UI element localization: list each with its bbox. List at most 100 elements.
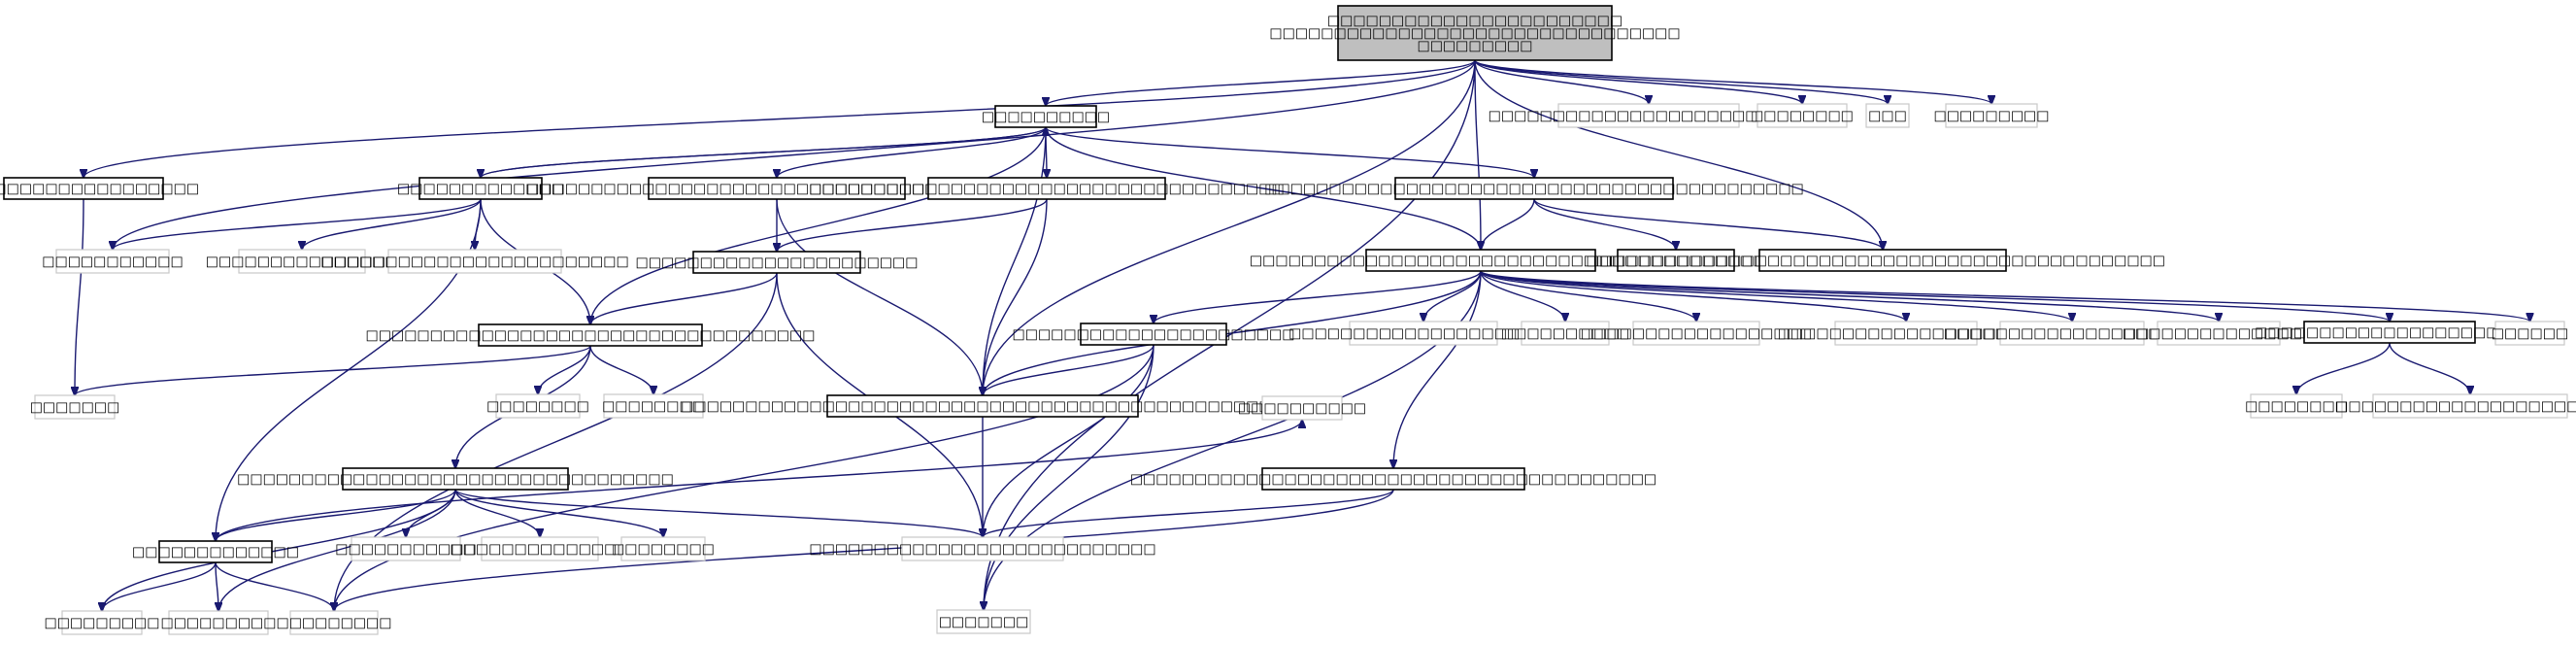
graph-node[interactable]: □□□□□□□□□□□□□□□□□□□□□□□□□□□□□□□□□□□□□□□□… [1130, 467, 1656, 491]
node-label: □□□□□□□□□□□□□□□□□□□□□□□□□□□□□□□□□□□□ [1250, 254, 1712, 269]
dependency-edge [1393, 270, 1482, 468]
dependency-edge [1480, 270, 1696, 322]
graph-node: □□□ [1865, 103, 1910, 128]
dependency-edge [1480, 270, 2530, 322]
graph-node: □□□□□□□□□□□□□□□□□□□□ [1778, 321, 2035, 346]
node-label: □□□□□□□□□□□□□□□□□□□□□□□ [1327, 14, 1623, 29]
node-box [2303, 321, 2476, 344]
node-box [3, 177, 164, 200]
dependency-edge [218, 489, 456, 611]
external-node-box [1261, 395, 1343, 421]
external-node-box [1557, 103, 1740, 128]
dependency-edge [984, 344, 1154, 610]
graph-node: □□□□□□□□ [602, 393, 705, 419]
graph-node[interactable]: □□□□□□□□□□□□□ [397, 177, 564, 200]
node-label: □□□□□□□□□ [1933, 109, 2049, 124]
graph-node: □□□□□□□ [30, 394, 120, 420]
node-label: □□□□□□□□□□□□□□□□□□□□□□ [635, 255, 918, 271]
node-label: □□□□□□□□□□□ [335, 542, 477, 558]
node-box [418, 177, 543, 200]
external-node-box [1865, 103, 1910, 128]
dependency-edge [1045, 126, 1534, 178]
node-label: □□□□□□□□□ [44, 616, 159, 631]
graph-node: □□□□□□□□□ [276, 610, 392, 635]
node-label: □□□□□□□□□□□□□□□□□□□□□□□□□ [1489, 109, 1810, 124]
graph-node[interactable]: □□□□□□□□□□ [982, 105, 1110, 128]
node-box [1758, 249, 2007, 272]
graph-node: □□□□□□□□□□□□□□□□□□□□□□□□□□□ [809, 536, 1156, 561]
dependency-edge [1474, 59, 1883, 250]
dependency-edge [2296, 342, 2391, 394]
dependency-edge [102, 489, 456, 611]
dependency-edge [1474, 59, 1888, 104]
node-label: □□□□□□□□□□□□□□□□□□□□□□□□ [320, 255, 628, 270]
dependency-edge [1481, 198, 1535, 250]
external-node-box [1945, 103, 2038, 128]
graph-node[interactable]: □□□□□□□□□□□□□□□□□□□□□□□□□□□□□□□□□□□ [366, 323, 816, 347]
graph-node[interactable]: □□□□□□□□□□□□□□□□□□□□□□□□□□□□□□□□□□□□□ [809, 177, 1285, 200]
graph-node[interactable]: □□□□□□□□□□□□□□□□□□ [0, 177, 199, 200]
graph-node[interactable]: □□□□□□□□□□□□□□□□□□□□□□□□□□□□□□□□□□□□ [1250, 249, 1712, 272]
node-label: □□□□□□□□□□□□□□□□□□□□□□□□□□□□□□□□□□□□□□□ [526, 182, 1027, 197]
external-node-box [1632, 321, 1760, 346]
dependency-edge [1474, 59, 1802, 104]
graph-node[interactable]: □□□□□□□□□□□□□ [132, 540, 299, 563]
dependency-edge [776, 198, 983, 395]
graph-node[interactable]: □□□□□□□□□□□□□□□□□□□□□□□□□□□□□□□□□□□□□□□□… [681, 394, 1285, 418]
node-label: □□□□□□□ [30, 400, 120, 416]
graph-node: □□□□□□□□□□□□□□ [450, 536, 630, 561]
external-node-box [61, 610, 143, 635]
external-node-box [34, 394, 116, 420]
node-label: □□□□□□□□□□□□□□□□□□□□□□□□□□□□□□□□□□□□□□□□… [1130, 472, 1656, 488]
graph-node: □□□□□□□□ [486, 393, 589, 419]
node-label: □□□□□□□□□ [160, 616, 276, 631]
graph-node[interactable]: □□□□□□□□□□□□□□□□□□□□□□□□□□□□□□□□□□□□□□□ [526, 177, 1027, 200]
dependency-edge [215, 561, 334, 611]
dependency-edge [590, 272, 778, 324]
graph-node[interactable]: □□□□□□□□□□□□□□□□□□□□□□□□□□□□□□□□□□ [237, 467, 674, 491]
graph-node: □□□□□□□□□□□□□□□□□□ [1581, 321, 1812, 346]
graph-node: □□□□□□□□□□□ [335, 536, 477, 561]
dependency-edge [590, 126, 1047, 324]
graph-node: □□□□□□□□□ [44, 610, 160, 635]
node-label: □□□□□□□□□□□□□□ [450, 542, 629, 558]
node-label: □□□□□□□□□□□□□□□□□□□□ [1778, 326, 2035, 342]
graph-node[interactable]: □□□□□□□□□□□□□□□□□□□□□□ [1012, 322, 1295, 346]
dependency-edge [216, 561, 218, 611]
dependency-edge [113, 198, 482, 250]
node-label: □□□□□□□□□□ [982, 110, 1110, 125]
node-label: □□□ [1868, 109, 1907, 124]
graph-node: □□□□□□□□□□ [1501, 321, 1629, 346]
node-layer: □□□□□□□□□□□□□□□□□□□□□□□□□□□□□□□□□□□□□□□□… [0, 5, 2576, 635]
external-node-box [1834, 321, 1978, 346]
graph-node: □□□□□□□□□□□□□□□□□□□□□□□□□ [1489, 103, 1810, 128]
node-label: □□□□□□□□□□□□□□□□□□□□□□□□□□□□□□□□ [1269, 26, 1680, 42]
external-node-box [2494, 321, 2565, 346]
node-label: □□□□□□□□□ [1417, 39, 1532, 54]
graph-node[interactable]: □□□□□□□□□□□□□□ [1586, 249, 1766, 272]
graph-node[interactable]: □□□□□□□□□□□□□□□□□□□□□□□□□□□□□□□□□□□□□□□□… [1269, 5, 1681, 61]
node-label: □□□□□□□□□ [276, 616, 391, 631]
graph-node[interactable]: □□□□□□□□□□□□□□□□□□□□□ [2255, 321, 2525, 344]
node-box [1394, 177, 1674, 200]
node-box [478, 323, 703, 347]
external-node-box [289, 610, 379, 635]
graph-node: □□□□□□□□□□□ [42, 249, 184, 274]
dependency-edge [983, 489, 1394, 537]
dependency-edge [538, 345, 591, 394]
graph-node[interactable]: □□□□□□□□□□□□□□□□□□□□□□ [635, 251, 919, 274]
node-label: □□□□□□ [2492, 326, 2568, 342]
dependency-edge [1046, 59, 1476, 106]
node-label: □□□□□□□□□□ [1238, 401, 1366, 417]
dependency-edge [102, 561, 217, 611]
graph-node[interactable]: □□□□□□□□□□□□□□□□□□□□□□□□□□□□□□□□□□□□□□□□… [1264, 177, 1804, 200]
node-label: □□□□□□□□□□□ [42, 255, 184, 270]
node-label: □□□□□□□□ [602, 399, 705, 415]
node-label: □□□□□□□□ [2245, 399, 2348, 415]
node-box [648, 177, 906, 200]
graph-node[interactable]: □□□□□□□□□□□□□□□□□□□□□□□□□□□□□□□□□□□□□□□□… [1600, 249, 2165, 272]
dependency-edge [983, 59, 1476, 395]
node-label: □□□□□□□□ [612, 542, 715, 558]
dependency-edge [983, 344, 1154, 537]
